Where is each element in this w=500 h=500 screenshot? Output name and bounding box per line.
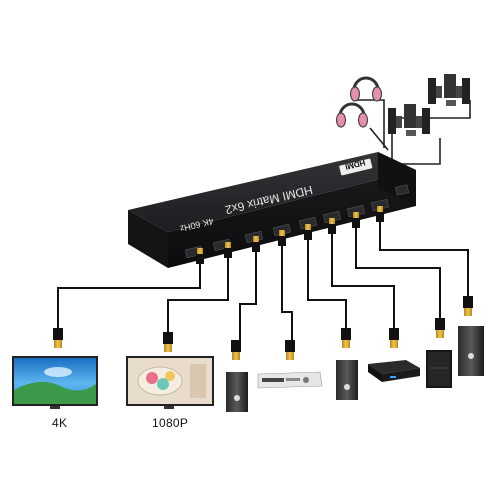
hdmi-connectors — [196, 206, 384, 264]
display-label-1080p: 1080P — [152, 416, 189, 430]
tower-speaker — [226, 372, 248, 412]
audio-cables — [356, 99, 471, 165]
surround-speakers-icon — [388, 104, 430, 136]
display-4k — [12, 356, 98, 409]
hdmi-connectors — [53, 296, 473, 360]
surround-speakers-icon — [428, 74, 470, 106]
set-top-box — [368, 360, 420, 382]
tower-pc — [458, 326, 484, 376]
av-receiver — [257, 371, 323, 389]
headphones-icon — [349, 76, 383, 102]
display-label-4k: 4K — [52, 416, 68, 430]
hdmi-cables — [57, 220, 469, 342]
display-1080p — [126, 356, 214, 409]
headphones-icon — [335, 102, 369, 128]
tower-speaker — [336, 360, 358, 400]
hdmi-matrix-device: HDMI Matrix 6x2 4K 60Hz HDMI — [128, 152, 416, 268]
game-console — [426, 350, 452, 388]
